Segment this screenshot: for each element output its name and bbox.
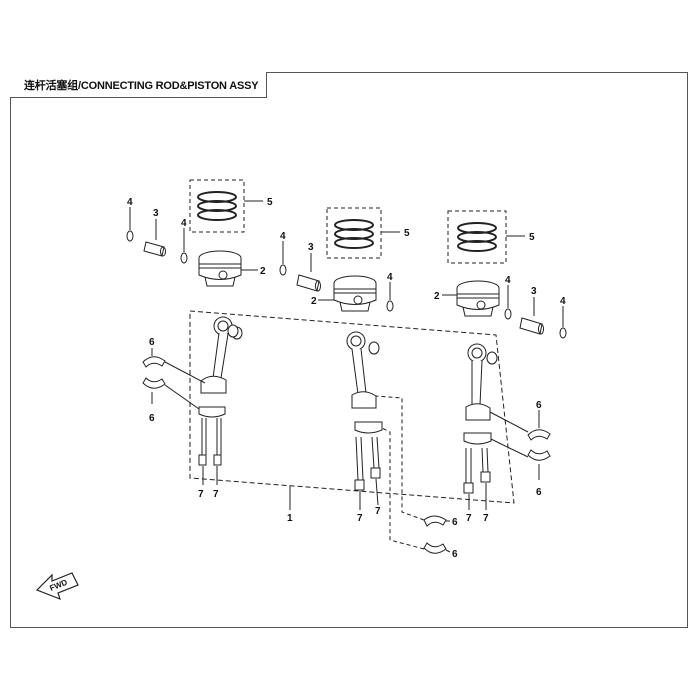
callout-pin-right: 3: [531, 286, 537, 297]
ring-set-box-middle: [326, 207, 400, 259]
title-box: 连杆活塞组/CONNECTING ROD&PISTON ASSY: [10, 72, 268, 98]
pin-middle: [296, 253, 321, 292]
ring-set-box-left: [189, 179, 263, 233]
callout-bolt-left-a: 7: [198, 489, 204, 500]
pin-right: [519, 297, 544, 335]
diagram-frame: [10, 72, 688, 628]
callout-bolt-right-a: 7: [466, 513, 472, 524]
callout-clip-right-outer: 4: [560, 296, 566, 307]
clip-left-outer: [126, 207, 134, 242]
piston-middle: [318, 275, 377, 312]
clip-right-outer: [559, 306, 567, 339]
callout-bearing-left-lower: 6: [149, 413, 155, 424]
piston-right: [442, 280, 500, 317]
bearing-shells-bottom: [375, 395, 451, 554]
callout-bolt-middle-b: 7: [375, 506, 381, 517]
callout-ring-set-left: 5: [267, 197, 273, 208]
callout-clip-middle-outer: 4: [280, 231, 286, 242]
callout-bearing-right-upper: 6: [536, 400, 542, 411]
ring-set-box-right: [447, 210, 525, 264]
callout-assembly: 1: [287, 513, 293, 524]
callout-piston-right: 2: [434, 291, 440, 302]
connecting-rod-left: [198, 316, 243, 485]
callout-bolt-left-b: 7: [213, 489, 219, 500]
page-title: 连杆活塞组/CONNECTING ROD&PISTON ASSY: [24, 79, 259, 92]
assembly-outline: [189, 310, 515, 504]
clip-middle-inner: [386, 282, 394, 312]
callout-bolt-middle-a: 7: [357, 513, 363, 524]
clip-middle-outer: [279, 241, 287, 276]
piston-left: [198, 250, 258, 287]
bearing-shells-right: [489, 410, 551, 480]
callout-labels: 5 5 5 2 2 2 3 3 3 4 4 4 4 4 4 6 6 6 6 6 …: [127, 197, 566, 560]
callout-pin-middle: 3: [308, 242, 314, 253]
callout-bearing-bottom-lower: 6: [452, 549, 458, 560]
callout-piston-middle: 2: [311, 296, 317, 307]
connecting-rod-right: [463, 343, 498, 510]
callout-clip-middle-inner: 4: [387, 272, 393, 283]
callout-bearing-left-upper: 6: [149, 337, 155, 348]
callout-bearing-right-lower: 6: [536, 487, 542, 498]
callout-clip-right-inner: 4: [505, 275, 511, 286]
callout-bolt-right-b: 7: [483, 513, 489, 524]
fwd-arrow-icon: FWD: [35, 572, 79, 601]
callout-ring-set-right: 5: [529, 232, 535, 243]
callout-piston-left: 2: [260, 266, 266, 277]
callout-ring-set-middle: 5: [404, 228, 410, 239]
callout-pin-left: 3: [153, 208, 159, 219]
connecting-rod-middle: [346, 331, 383, 510]
pin-left: [143, 219, 166, 257]
clip-left-inner: [180, 228, 188, 264]
callout-bearing-bottom-upper: 6: [452, 517, 458, 528]
clip-right-inner: [504, 285, 512, 320]
callout-clip-left-outer: 4: [127, 197, 133, 208]
callout-clip-left-inner: 4: [181, 218, 187, 229]
bearing-shells-left: [142, 348, 206, 410]
